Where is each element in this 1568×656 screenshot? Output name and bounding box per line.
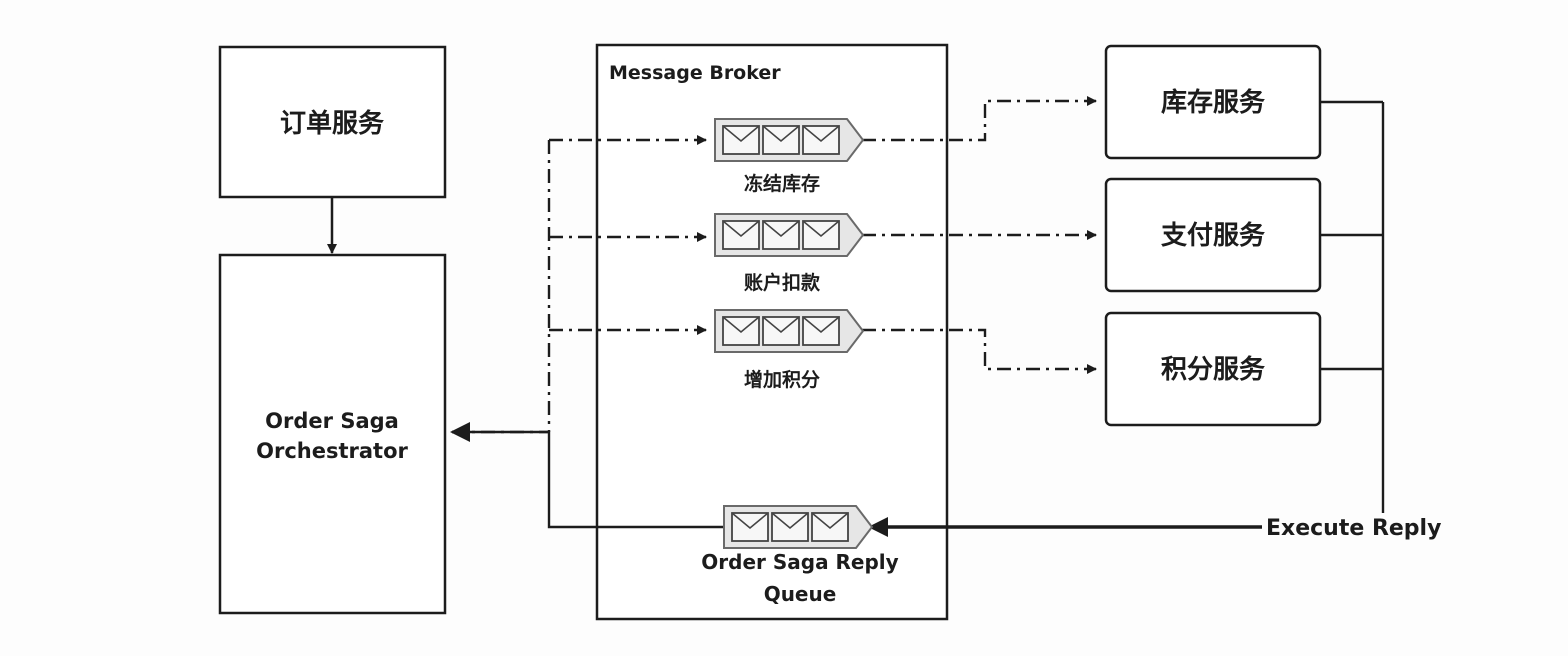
reply-to-orchestrator-arrow [450,422,724,529]
order-service-box [218,45,447,199]
freeze-inventory-queue-label: 冻结库存 [744,172,820,195]
payment-service-label: 支付服务 [1161,221,1265,251]
message-broker-label: Message Broker [609,62,781,84]
inventory-service-label: 库存服务 [1161,88,1265,118]
orchestrator-label-line1: Order Saga [265,409,399,433]
reply-queue-label-line2: Queue [764,582,837,606]
execute-reply-label: Execute Reply [1266,516,1441,541]
deliver-inventory-arrow [862,96,1097,142]
points-service-label: 积分服务 [1161,355,1265,385]
orchestrator-label-line2: Orchestrator [256,439,408,463]
reply-queue-label-line1: Order Saga Reply [701,550,898,574]
reply-queue-icon [723,505,873,549]
account-debit-queue-label: 账户扣款 [744,271,821,294]
add-points-queue-label: 增加积分 [744,368,820,391]
orchestrator-box [218,253,447,615]
deliver-points-arrow [862,328,1097,374]
reply-bus [1320,100,1385,513]
account-debit-queue-icon [714,213,864,257]
freeze-inventory-queue-icon [714,118,864,162]
delivery-lines [862,96,1097,374]
order-service-label: 订单服务 [280,109,384,139]
add-points-queue-icon [714,309,864,353]
